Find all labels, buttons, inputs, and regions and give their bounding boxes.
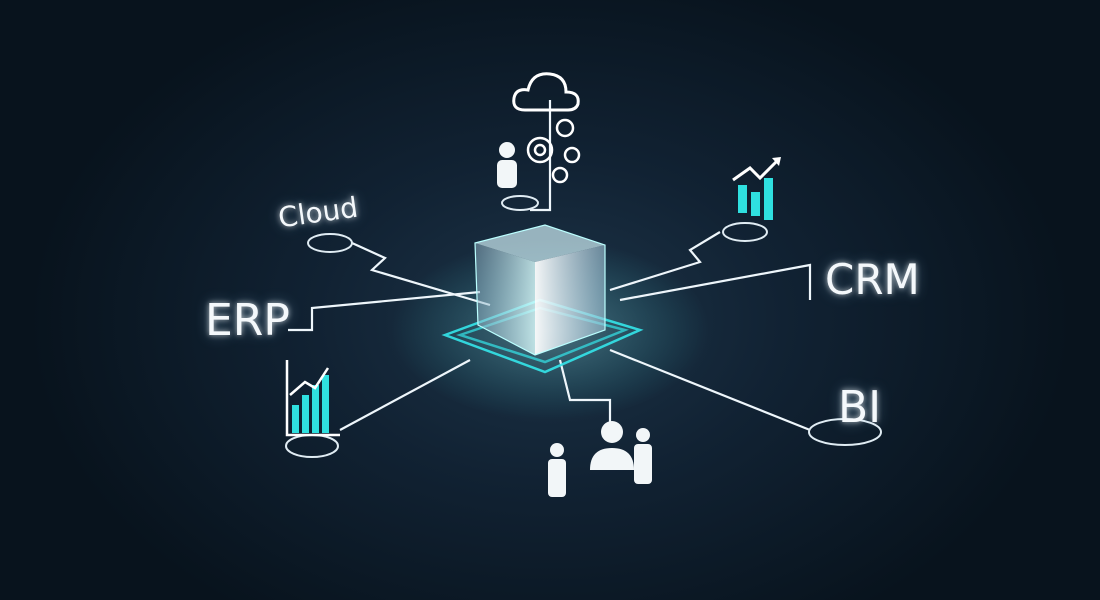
line-cloud <box>351 241 491 307</box>
people-icon <box>548 421 652 497</box>
node-rings <box>285 195 882 458</box>
connection-lines <box>288 100 812 432</box>
gears-icon <box>526 118 581 184</box>
line-chart-right <box>609 231 721 292</box>
label-erp: ERP <box>205 295 290 346</box>
line-people <box>558 359 612 430</box>
line-bi <box>609 348 811 432</box>
bar-chart-icon-right <box>732 157 781 220</box>
person-icon <box>497 142 517 188</box>
cloud-icon <box>512 72 580 112</box>
data-cube-icon <box>474 224 606 356</box>
label-crm: CRM <box>825 255 920 304</box>
line-top <box>530 100 552 212</box>
bar-chart-icon-left <box>285 360 340 437</box>
line-chart-left <box>339 359 471 431</box>
line-crm <box>619 263 812 302</box>
line-erp <box>288 290 481 332</box>
label-bi: BI <box>838 382 882 433</box>
